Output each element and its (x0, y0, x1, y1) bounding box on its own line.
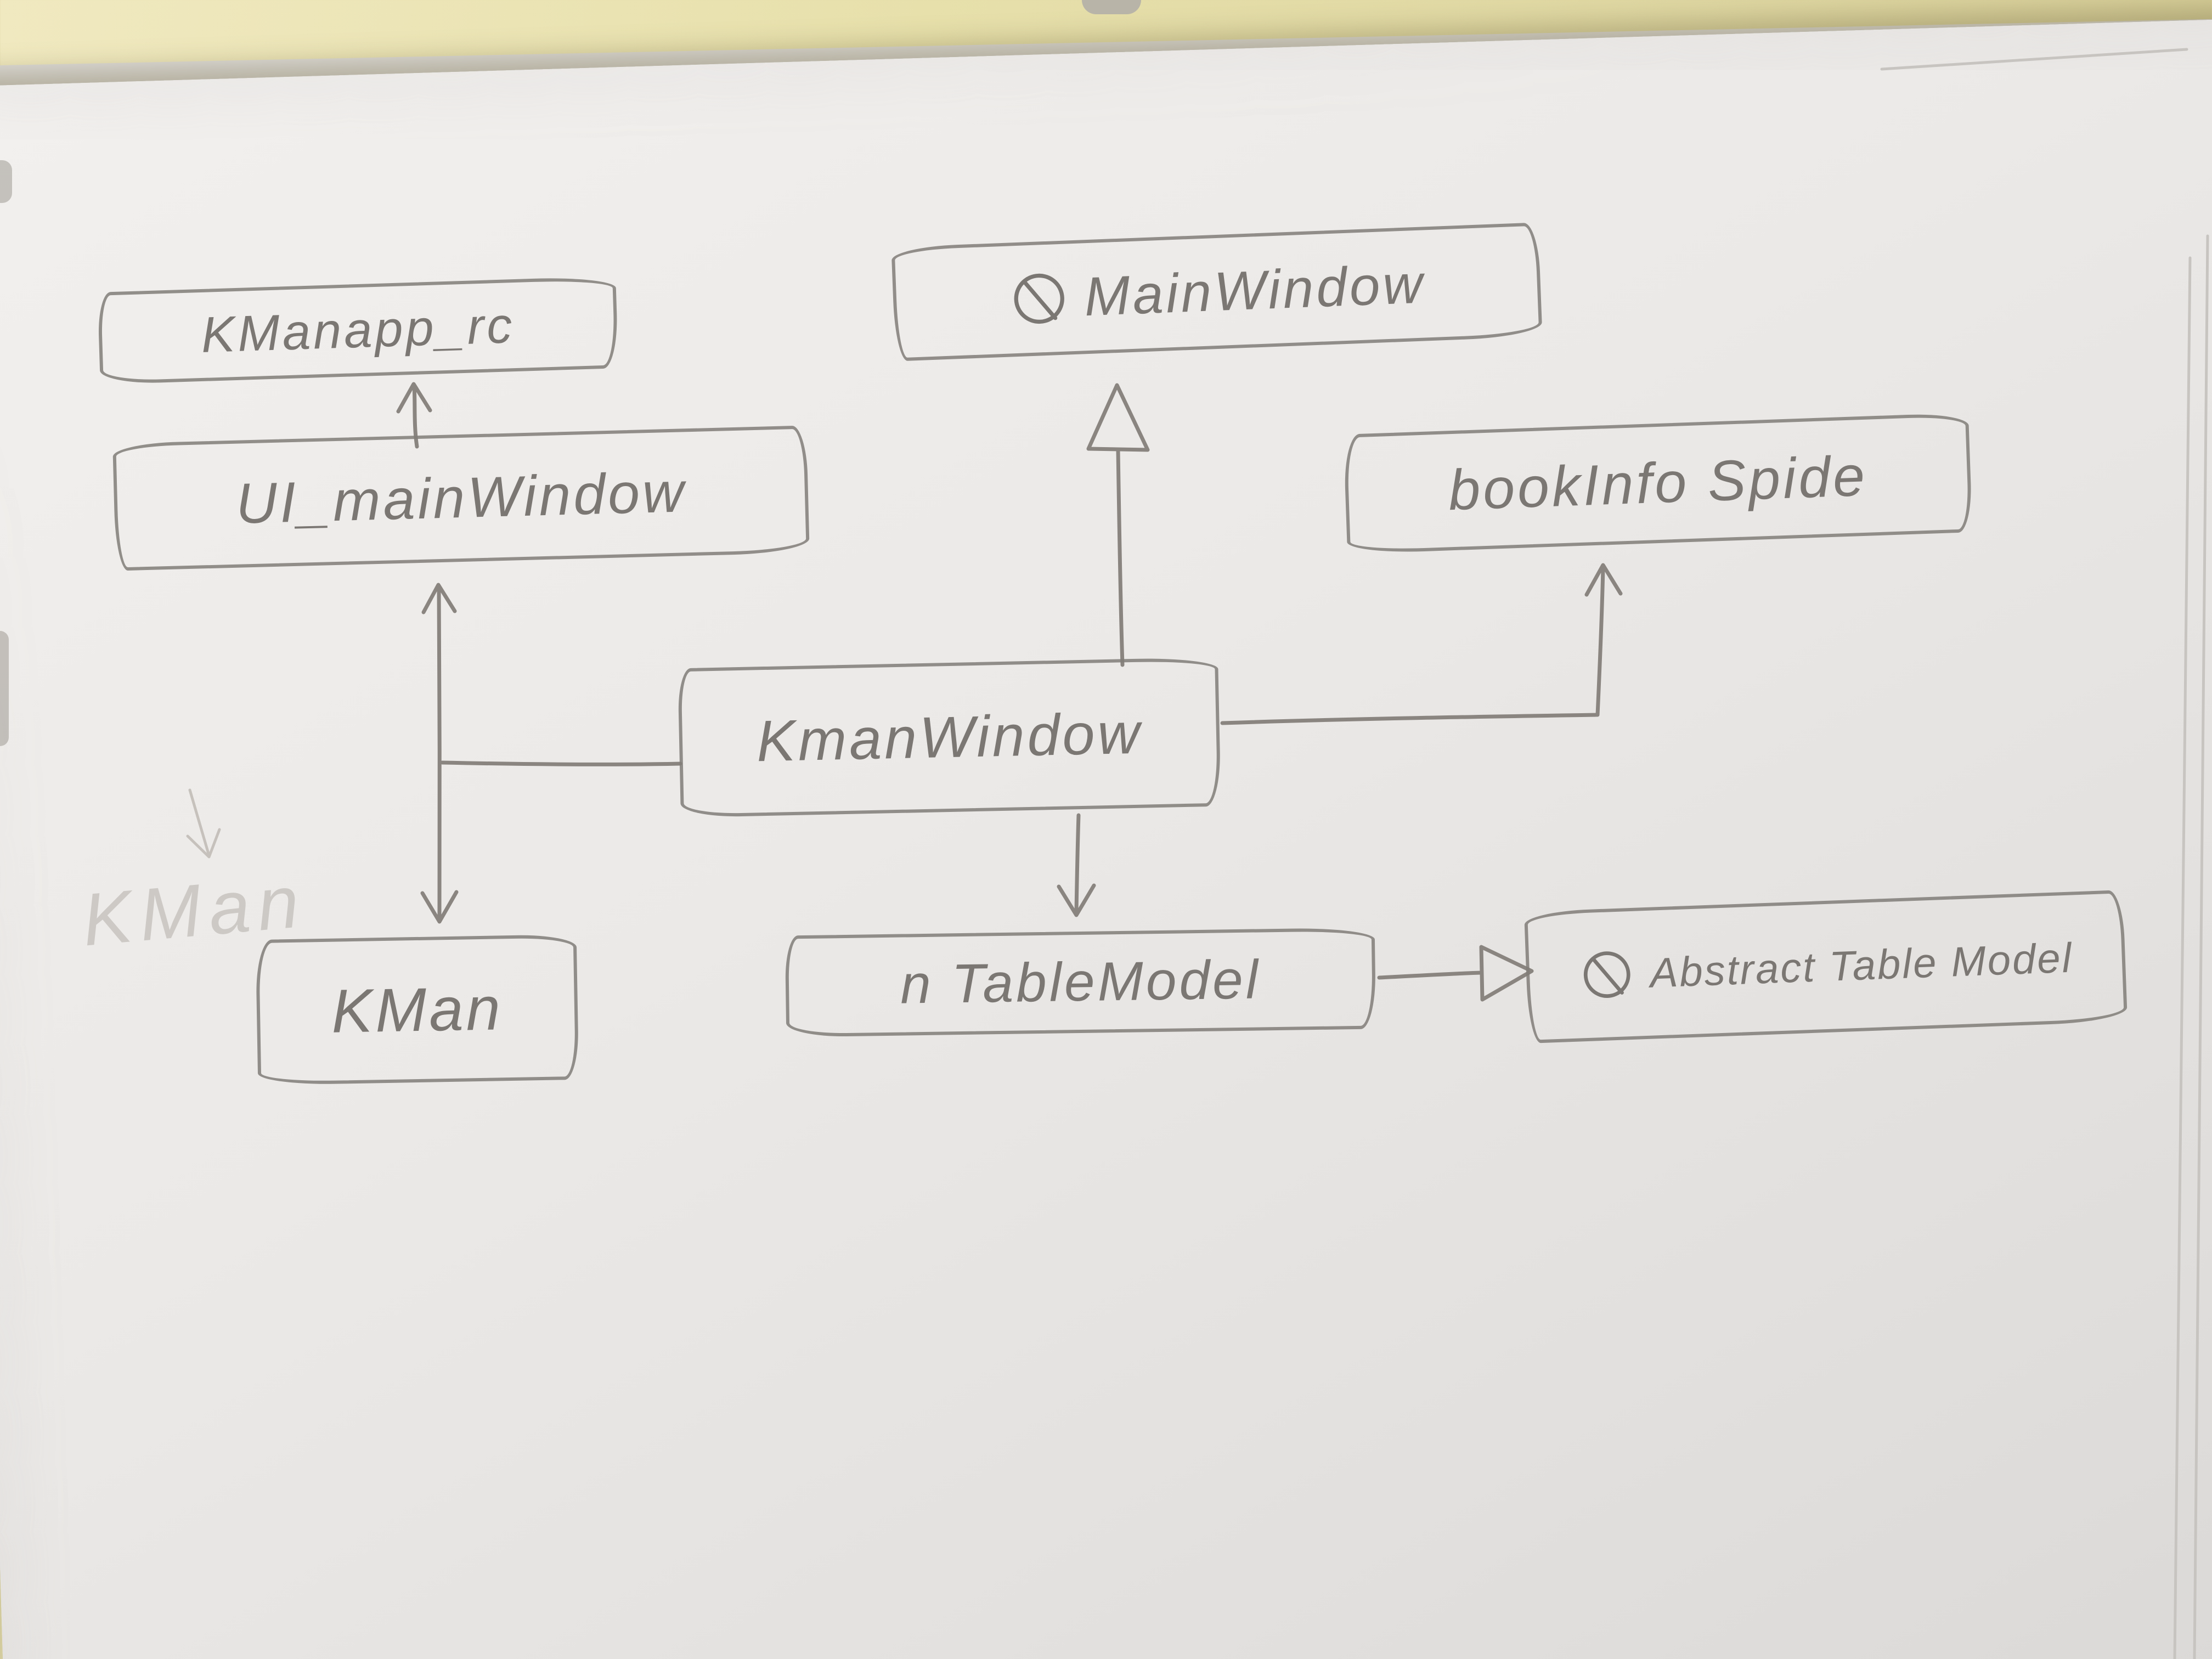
arrow-ui-to-kmanapprc (396, 382, 432, 449)
class-box-label: KMan (331, 974, 504, 1046)
class-box-label: MainWindow (1083, 252, 1426, 328)
q-circle-icon (1007, 267, 1071, 330)
arrow-kmanwindow-to-mainwindow (1086, 383, 1150, 667)
faint-arrow-ghost (186, 788, 221, 859)
class-box-label: KManapp_rc (200, 297, 516, 363)
class-box-ntablemodel: n TableModel (785, 927, 1376, 1037)
class-box-label: bookInfo Spide (1447, 444, 1869, 522)
class-box-kman: KMan (255, 934, 579, 1086)
class-box-label: UI_mainWindow (235, 460, 687, 536)
q-circle-icon (1578, 945, 1637, 1005)
class-box-label: KmanWindow (755, 701, 1143, 774)
arrow-kmanwindow-to-ntablemodel (1057, 813, 1096, 917)
class-box-label: Abstract Table Model (1649, 934, 2074, 997)
class-box-kmanwindow: KmanWindow (678, 657, 1221, 818)
paper-edge-shadow (0, 160, 12, 203)
class-box-qabstracttablemodel: Abstract Table Model (1523, 890, 2128, 1043)
class-box-qmainwindow: MainWindow (891, 222, 1543, 362)
class-box-kmanapp-rc: KManapp_rc (97, 276, 619, 385)
class-box-bookinfospide: bookInfo Spide (1343, 413, 1973, 554)
class-box-label: n TableModel (900, 949, 1261, 1015)
arrow-ntablemodel-to-abstracttablemodel (1377, 945, 1534, 1002)
paper-edge-shadow (0, 631, 9, 746)
desk-object (1082, 0, 1141, 14)
arrow-kmanwindow-left-branch (420, 583, 682, 924)
page-edge-lines (1880, 48, 2209, 1659)
arrow-kmanwindow-to-bookinfo (1220, 563, 1623, 725)
class-box-ui-mainwindow: UI_mainWindow (112, 425, 810, 571)
